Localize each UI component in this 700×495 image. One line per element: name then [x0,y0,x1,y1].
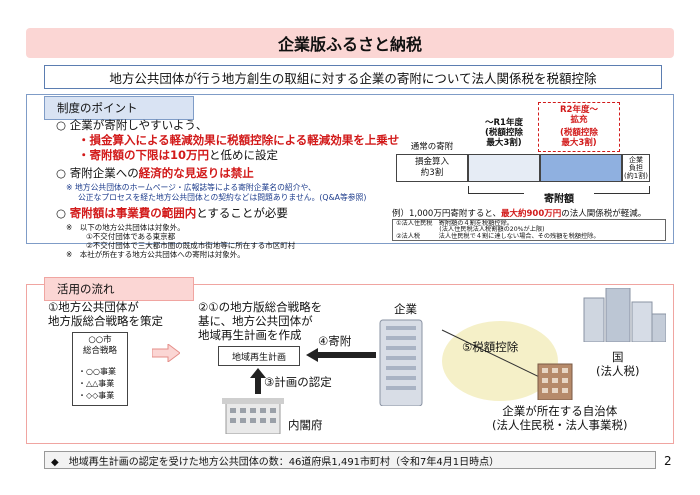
local-government-building-icon [537,363,573,400]
kuni-label: 国 (法人税) [596,350,640,378]
kigyo-label: 企業 負担 (約1割) [624,156,648,180]
normal-label: 通常の寄附 [410,142,454,152]
flow-step-2: ②①の地方版総合戦略を 基に、地方公共団体が 地域再生計画を作成 [198,300,323,342]
doc-item-1: ・○○事業 [78,367,116,376]
example-pre: 例）1,000万円寄附すると、 [392,209,501,219]
flow-tag: 活用の流れ [44,277,194,301]
deduction-diagram: R2年度～ 拡充 (税額控除 最大3割) ～R1年度 (税額控除 最大3割) 通… [392,102,658,212]
sonkin-label: 損金算入 約3割 [414,157,449,178]
point-1-text: 企業が寄附しやすいよう、 [69,118,208,132]
point-2: ○ 寄附企業への経済的な見返りは禁止 [56,166,254,181]
point-3-rest: とすることが必要 [196,206,288,220]
point-1b-rest: と低めに設定 [209,148,279,162]
note-1: ※ 以下の地方公共団体は対象外。 [66,223,185,232]
circle-bullet-icon: ○ [56,206,67,220]
page-number: 2 [664,454,672,468]
tax-row-1: ①法人住民税 寄附額の４割を税額控除。 [396,220,513,227]
bottom-summary: ◆ 地域再生計画の認定を受けた地方公共団体の数：46道府県1,491市町村（令和… [44,451,656,469]
point-1b: ・寄附額の下限は10万円と低めに設定 [78,148,278,163]
circle-bullet-icon: ○ [56,166,67,180]
flow-step-3: ③計画の認定 [264,375,332,389]
arrow-left-icon [306,348,376,362]
point-2-note-1: ※ 地方公共団体のホームページ・広報誌等による寄附企業名の紹介や、 [66,183,316,192]
arrow-up-icon [250,368,266,394]
strategy-document [72,332,128,406]
naikaku-label: 内閣府 [288,418,323,432]
flow-step-4: ④寄附 [318,334,352,348]
government-building-icon [222,398,284,434]
r2-box [538,102,620,152]
note-4: ※ 本社が所在する地方公共団体への寄附は対象外。 [66,250,245,259]
sonkin-cell [396,154,468,182]
company-label: 企業 [394,302,417,316]
kigyo-cell [622,154,650,182]
tax-row-3: ②法人税 法人住民税で４割に達しない場合、その残額を税額控除。 [396,232,600,240]
r2-sub: (税額控除 最大3割) [560,128,598,148]
point-1a: ・損金算入による軽減効果に税額控除による軽減効果を上乗せ [78,133,400,147]
flow-step-1: ①地方公共団体が 地方版総合戦略を策定 [48,300,163,328]
city-buildings-icon [583,288,666,342]
point-3: ○ 寄附額は事業費の範囲内とすることが必要 [56,206,288,221]
doc-item-2: ・△△事業 [78,379,115,388]
r1-label: ～R1年度 (税額控除 最大3割) [485,118,523,148]
r2-cell [540,154,622,182]
kifugaku-label: 寄附額 [524,190,594,205]
page-title: 企業版ふるさと納税 [26,28,674,58]
r1-cell [468,154,540,182]
doc-item-3: ・◇◇事業 [78,391,115,400]
doc-title: ○○市 総合戦略 [82,335,117,356]
arrow-right-icon [152,344,180,362]
note-2: ①不交付団体である東京都 [86,232,176,241]
subtitle: 地方公共団体が行う地方創生の取組に対する企業の寄附について法人関係税を税額控除 [44,65,662,89]
plan-box [218,346,300,366]
point-1: ○ 企業が寄附しやすいよう、 [56,118,207,133]
tax-row-2: (法人住民税法人税割額の20%が上限) [396,226,545,234]
tax-table: ①法人住民税 寄附額の４割を税額控除。 (法人住民税法人税割額の20%が上限) … [392,219,666,241]
note-3: ②不交付団体で三大都市圏の既成市街地等に所在する市区町村 [86,241,296,250]
plan-box-label: 地域再生計画 [231,352,286,363]
point-2-note-2: 公正なプロセスを経た地方公共団体との契約などは問題ありません。(Q&A等参照) [78,193,367,202]
example-post: の法人関係税が軽減。 [561,209,647,219]
point-3-red: 寄附額は事業費の範囲内 [69,206,197,220]
point-2-pre: 寄附企業への [69,166,139,180]
circle-bullet-icon: ○ [56,118,67,132]
points-tag: 制度のポイント [44,96,194,120]
flow-step-5: ⑤税額控除 [462,340,519,354]
jichitai-label: 企業が所在する自治体 (法人住民税・法人事業税) [492,404,628,432]
example-red: 最大約900万円 [501,209,562,219]
r2-label: R2年度～ 拡充 [560,105,598,125]
office-building-icon [379,319,423,406]
point-1b-red: ・寄附額の下限は10万円 [78,148,210,162]
point-2-red: 経済的な見返りは禁止 [138,166,254,180]
example-line: 例）1,000万円寄附すると、最大約900万円の法人関係税が軽減。 [392,207,646,219]
